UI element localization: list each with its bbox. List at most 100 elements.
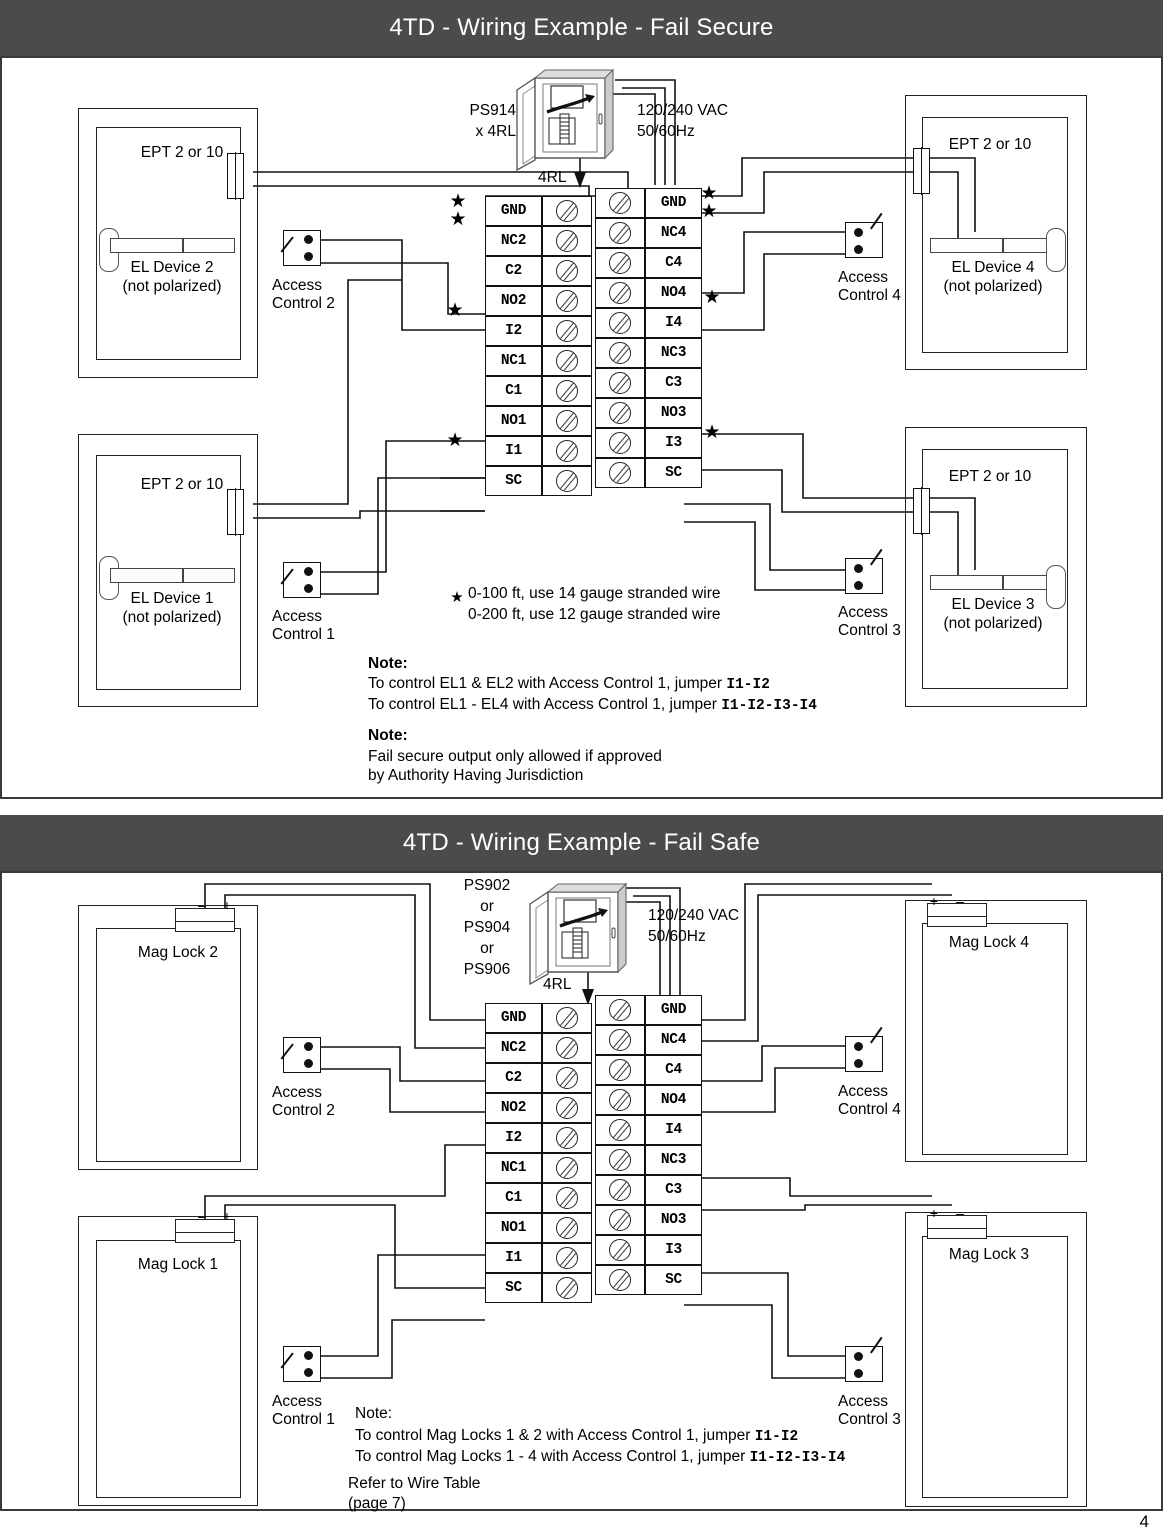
secure-right-screwcell-nc3: [595, 338, 645, 368]
el-device-sub-bottom-left: (not polarized): [122, 609, 222, 626]
secure-left-screwcell-gnd: [542, 196, 592, 226]
secure-right-screwcell-no4: [595, 278, 645, 308]
screw-icon: [556, 1097, 578, 1119]
secure-left-screwcell-i1: [542, 436, 592, 466]
switch-contact-dot-upper: [304, 235, 313, 244]
secure-left-terminal-i1: I1: [485, 436, 542, 466]
access-control-3-label-safe: Access: [838, 1393, 888, 1410]
door-bottom-right-inner: [922, 449, 1068, 689]
safe-right-screwcell-gnd: [595, 995, 645, 1025]
mains-voltage-line1-safe: 120/240 VAC: [648, 907, 740, 924]
access-control-1-label-secure: Access: [272, 608, 322, 625]
safe-right-terminal-no3: NO3: [645, 1205, 702, 1235]
ept-label-bottom-right: EPT 2 or 10: [948, 468, 1032, 485]
maglock-top-right-neg-terminal: –: [956, 893, 964, 909]
ps-model-line-3-safe: or: [480, 940, 494, 957]
maglock-door-top-left-outer: [78, 905, 258, 1170]
screw-icon: [609, 1089, 631, 1111]
star-marker: ★: [449, 190, 467, 212]
screw-icon: [556, 410, 578, 432]
secure-left-terminal-sc: SC: [485, 466, 542, 496]
access-control-3-switch-safe[interactable]: [845, 1336, 883, 1382]
screw-icon: [556, 1007, 578, 1029]
ps-model-line2-secure: x 4RL: [475, 123, 517, 140]
ps-model-line-2-safe: PS904: [463, 919, 511, 936]
ept-label-top-right: EPT 2 or 10: [948, 136, 1032, 153]
secure-right-screwcell-i3: [595, 428, 645, 458]
safe-left-screwcell-no1: [542, 1213, 592, 1243]
safe-left-terminal-no1: NO1: [485, 1213, 542, 1243]
wire-table-reference-line2: (page 7): [348, 1495, 406, 1512]
panel-fail-secure: [0, 56, 1163, 799]
maglock-label-bottom-right: Mag Lock 3: [948, 1246, 1030, 1263]
secure-left-terminal-nc2: NC2: [485, 226, 542, 256]
access-control-1-sub-secure: Control 1: [272, 626, 335, 643]
el-pushbar-top-left: [110, 237, 235, 254]
switch-blade: [280, 568, 294, 585]
maglock-door-bottom-right-inner: [922, 1236, 1068, 1498]
screw-icon: [556, 1157, 578, 1179]
ept-label-bottom-left: EPT 2 or 10: [140, 476, 224, 493]
switch-contact-dot-upper: [854, 1352, 863, 1361]
star-marker: ★: [446, 429, 464, 451]
safe-left-terminal-no2: NO2: [485, 1093, 542, 1123]
access-control-1-sub-safe: Control 1: [272, 1411, 335, 1428]
el-device-sub-bottom-right: (not polarized): [943, 615, 1043, 632]
safe-left-screwcell-sc: [542, 1273, 592, 1303]
section-header-fail-secure: 4TD - Wiring Example - Fail Secure: [0, 0, 1163, 56]
maglock-label-top-left: Mag Lock 2: [137, 944, 219, 961]
safe-left-screwcell-i2: [542, 1123, 592, 1153]
secure-right-terminal-no3: NO3: [645, 398, 702, 428]
safe-right-terminal-sc: SC: [645, 1265, 702, 1295]
ept-transfer-hinge-bottom-right: [913, 487, 930, 535]
switch-contact-dot-upper: [304, 1351, 313, 1360]
screw-icon: [556, 1187, 578, 1209]
safe-right-screwcell-c4: [595, 1055, 645, 1085]
access-control-2-switch-safe[interactable]: [280, 1037, 321, 1073]
switch-blade: [280, 1043, 294, 1060]
door-top-right-outer: [905, 95, 1087, 370]
maglock-door-bottom-left-outer: [78, 1216, 258, 1506]
door-top-left-inner: [96, 127, 241, 360]
screw-icon: [609, 222, 631, 244]
safe-right-screwcell-nc4: [595, 1025, 645, 1055]
access-control-2-switch-secure[interactable]: [280, 230, 321, 266]
access-control-1-switch-secure[interactable]: [280, 562, 321, 598]
star-marker: ★: [703, 286, 721, 308]
safe-left-terminal-gnd: GND: [485, 1003, 542, 1033]
page-number: 4: [1139, 1512, 1149, 1531]
safe-left-screwcell-c2: [542, 1063, 592, 1093]
screw-icon: [556, 1037, 578, 1059]
access-control-4-switch-secure[interactable]: [845, 212, 883, 258]
access-control-2-label-secure: Access: [272, 277, 322, 294]
secure-left-terminal-c2: C2: [485, 256, 542, 286]
screw-icon: [556, 200, 578, 222]
secure-left-screwcell-sc: [542, 466, 592, 496]
screw-icon: [609, 1269, 631, 1291]
access-control-4-switch-safe[interactable]: [845, 1026, 883, 1072]
access-control-1-switch-safe[interactable]: [280, 1346, 321, 1382]
secure-left-terminal-nc1: NC1: [485, 346, 542, 376]
secure-right-terminal-i3: I3: [645, 428, 702, 458]
star-marker: ★: [703, 421, 721, 443]
switch-contact-dot-upper: [304, 1042, 313, 1051]
note2-line2-secure: by Authority Having Jurisdiction: [368, 767, 584, 784]
screw-icon: [556, 260, 578, 282]
safe-right-screwcell-no4: [595, 1085, 645, 1115]
secure-left-screwcell-i2: [542, 316, 592, 346]
secure-left-screwcell-c1: [542, 376, 592, 406]
maglock-bottom-right-pos-terminal: +: [929, 1205, 939, 1221]
wire-table-reference-line1: Refer to Wire Table: [348, 1475, 481, 1492]
secure-right-screwcell-c3: [595, 368, 645, 398]
star-marker: ★: [700, 200, 718, 222]
safe-right-terminal-i3: I3: [645, 1235, 702, 1265]
switch-contact-dot-lower: [854, 581, 863, 590]
secure-right-terminal-sc: SC: [645, 458, 702, 488]
maglock-door-bottom-right-outer: [905, 1212, 1087, 1507]
secure-left-terminal-gnd: GND: [485, 196, 542, 226]
screw-icon: [609, 1179, 631, 1201]
access-control-3-switch-secure[interactable]: [845, 548, 883, 594]
secure-right-screwcell-no3: [595, 398, 645, 428]
door-top-left-outer: [78, 108, 258, 378]
board-label-secure: 4RL: [538, 169, 567, 186]
